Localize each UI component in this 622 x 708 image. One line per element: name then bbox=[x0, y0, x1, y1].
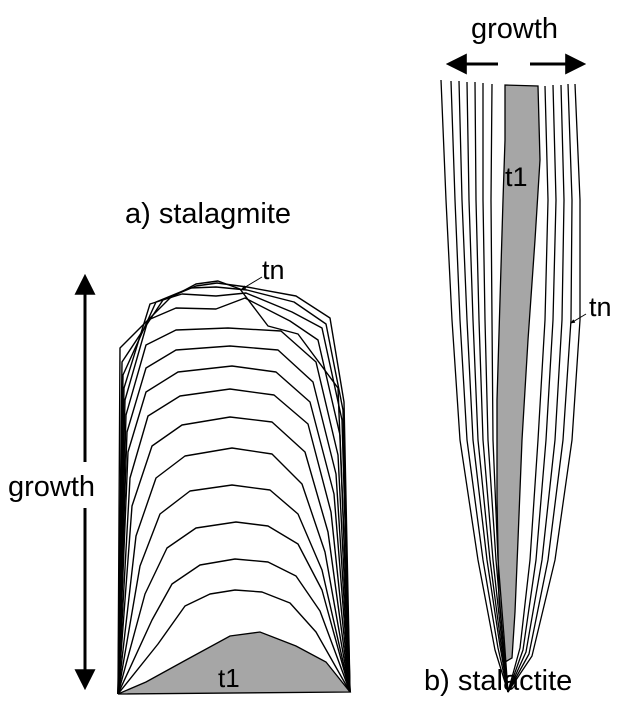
stalagmite-panel: a) stalagmite growth tn t1 bbox=[8, 198, 350, 694]
stalactite-panel-label: b) stalactite bbox=[424, 665, 572, 697]
stalactite-tn-label: tn bbox=[589, 292, 612, 322]
stalactite-growth-label: growth bbox=[471, 13, 558, 45]
stalagmite-tn-label: tn bbox=[262, 255, 285, 285]
stalagmite-t1-label: t1 bbox=[218, 663, 240, 693]
stalagmite-growth-layers bbox=[118, 281, 350, 694]
stalagmite-tn-pointer bbox=[242, 277, 262, 289]
arrow-gap bbox=[498, 52, 530, 76]
stalagmite-growth-label: growth bbox=[8, 471, 95, 503]
stalactite-panel: growth t1 tn b) stalactite bbox=[424, 13, 612, 697]
stalagmite-panel-label: a) stalagmite bbox=[125, 198, 291, 230]
stalactite-tn-pointer bbox=[571, 314, 586, 323]
stalactite-t1-label: t1 bbox=[505, 162, 528, 192]
